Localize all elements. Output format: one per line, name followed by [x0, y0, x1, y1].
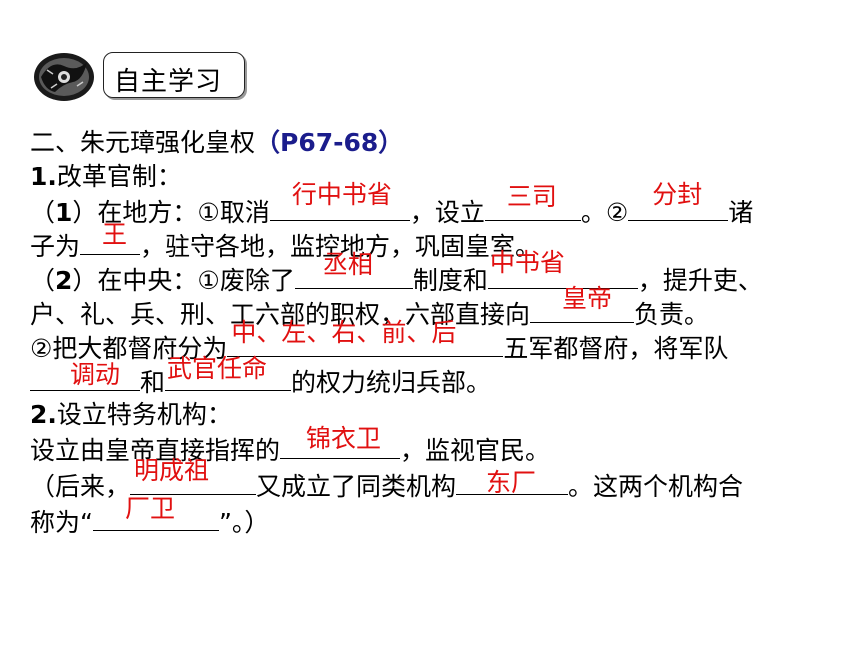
blank-chengxiang[interactable]: 丞相: [294, 250, 413, 289]
text-item2-l3-b: ”。）: [218, 508, 270, 537]
text-item2-l1-b: ，监视官民。: [400, 436, 551, 465]
answer-sansi: 三司: [506, 182, 557, 211]
item1-line2: 子为王 ，驻守各地，监控地方，巩固皇室。: [30, 220, 541, 264]
answer-mingchengzu: 明成祖: [134, 456, 210, 485]
blank-jinyiwei[interactable]: 锦衣卫: [280, 424, 401, 459]
text-item1-l3-a: （: [30, 266, 56, 295]
text-item2-num: 2.: [30, 400, 57, 429]
item1-line6: 调动和武官任命的权力统归兵部。: [30, 354, 492, 400]
blank-wang[interactable]: 王: [80, 220, 141, 255]
text-item1-l3-d: ，提升吏、: [637, 266, 763, 295]
text-item1-l1-e: 诸: [728, 198, 754, 227]
blank-diaodong[interactable]: 调动: [30, 360, 140, 391]
answer-fenfeng: 分封: [652, 180, 703, 209]
item1-line4: 户、礼、兵、刑、工六部的职权，六部直接向 皇帝负责。: [30, 284, 710, 332]
text-item1-l4-b: 负责。: [634, 300, 710, 329]
text-item2-l2-b: 又成立了同类机构: [256, 472, 457, 501]
blank-sansi[interactable]: 三司: [484, 182, 581, 221]
text-item1-l3-b: ）在中央：①废除了: [72, 266, 295, 295]
text-item2-l2-a: （后来，: [30, 472, 131, 501]
blank-xingzhongshusheng[interactable]: 行中书省: [269, 180, 410, 221]
blank-dongchang[interactable]: 东厂: [456, 468, 569, 497]
text-item1-l5-a: ②把大都督府分为: [30, 334, 228, 363]
text-item2-l3-a: 称为“: [30, 508, 93, 537]
blank-huangdi[interactable]: 皇帝: [530, 284, 635, 323]
item2-line1: 设立由皇帝直接指挥的锦衣卫 ，监视官民。: [30, 424, 551, 468]
item2-title: 2.设立特务机构：: [30, 398, 232, 432]
text-item1-l3-c: 制度和: [412, 266, 488, 295]
page-reference: （P67-68）: [255, 128, 404, 157]
blank-changwei[interactable]: 厂卫: [92, 494, 219, 531]
text-item1-l1-b: ）在地方：①取消: [72, 198, 270, 227]
item1-title: 1.改革官制：: [30, 160, 182, 194]
answer-xingzhongshusheng: 行中书省: [291, 180, 392, 209]
answer-chengxiang: 丞相: [322, 250, 373, 279]
answer-huangdi: 皇帝: [562, 284, 613, 313]
item1-line1: （1）在地方：①取消行中书省 ，设立三司。② 分封诸: [30, 180, 754, 230]
self-study-tag: 自主学习: [103, 52, 245, 98]
text-item1-l6-a: 和: [140, 368, 166, 397]
blank-wujun[interactable]: 中、左、右、前、后: [227, 318, 504, 357]
answer-wang: 王: [102, 220, 128, 249]
text-section-heading: 二、朱元璋强化皇权: [30, 128, 256, 157]
answer-zhongshusheng: 中书省: [489, 248, 565, 277]
item1-line3: （2）在中央：①废除了丞相制度和中书省 ，提升吏、: [30, 248, 763, 298]
self-study-label: 自主学习: [114, 67, 223, 97]
answer-diaodong: 调动: [70, 360, 121, 389]
answer-wuguan: 武官任命: [167, 354, 268, 383]
text-item1-title: 改革官制：: [56, 162, 182, 191]
item1-line5: ②把大都督府分为中、左、右、前、后五军都督府，将军队: [30, 318, 729, 366]
answer-dongchang: 东厂: [486, 468, 537, 497]
text-item2-l1-a: 设立由皇帝直接指挥的: [30, 436, 281, 465]
text-item1-l2-b: ，驻守各地，监控地方，巩固皇室。: [140, 232, 541, 261]
text-item1-l6-b: 的权力统归兵部。: [291, 368, 492, 397]
text-item2-title: 设立特务机构：: [56, 400, 232, 429]
answer-wujun: 中、左、右、前、后: [231, 318, 457, 347]
blank-fenfeng[interactable]: 分封: [628, 180, 729, 221]
item2-line3: 称为“ 厂卫 ”。）: [30, 494, 270, 540]
text-item1-l1-num: 1: [55, 198, 73, 227]
text-item1-l3-num: 2: [55, 266, 73, 295]
text-item1-l5-b: 五军都督府，将军队: [503, 334, 729, 363]
text-item1-l4-a: 户、礼、兵、刑、工六部的职权，六部直接向: [30, 300, 531, 329]
blank-wuguan[interactable]: 武官任命: [165, 354, 292, 391]
text-item1-l1-d: 。②: [580, 198, 629, 227]
dragon-emblem-icon: [34, 53, 94, 101]
blank-mingchengzu[interactable]: 明成祖: [130, 456, 257, 495]
text-item1-num: 1.: [30, 162, 57, 191]
text-item1-l1-a: （: [30, 198, 56, 227]
blank-zhongshusheng[interactable]: 中书省: [487, 248, 638, 289]
text-item1-l1-c: ，设立: [409, 198, 485, 227]
section-heading: 二、朱元璋强化皇权（P67-68）: [30, 126, 403, 160]
text-item1-l2-a: 子为: [30, 232, 81, 261]
answer-jinyiwei: 锦衣卫: [306, 424, 382, 453]
text-item2-l2-c: 。这两个机构合: [568, 472, 744, 501]
answer-changwei: 厂卫: [124, 494, 175, 523]
item2-line2: （后来，明成祖又成立了同类机构东厂 。这两个机构合: [30, 456, 744, 504]
